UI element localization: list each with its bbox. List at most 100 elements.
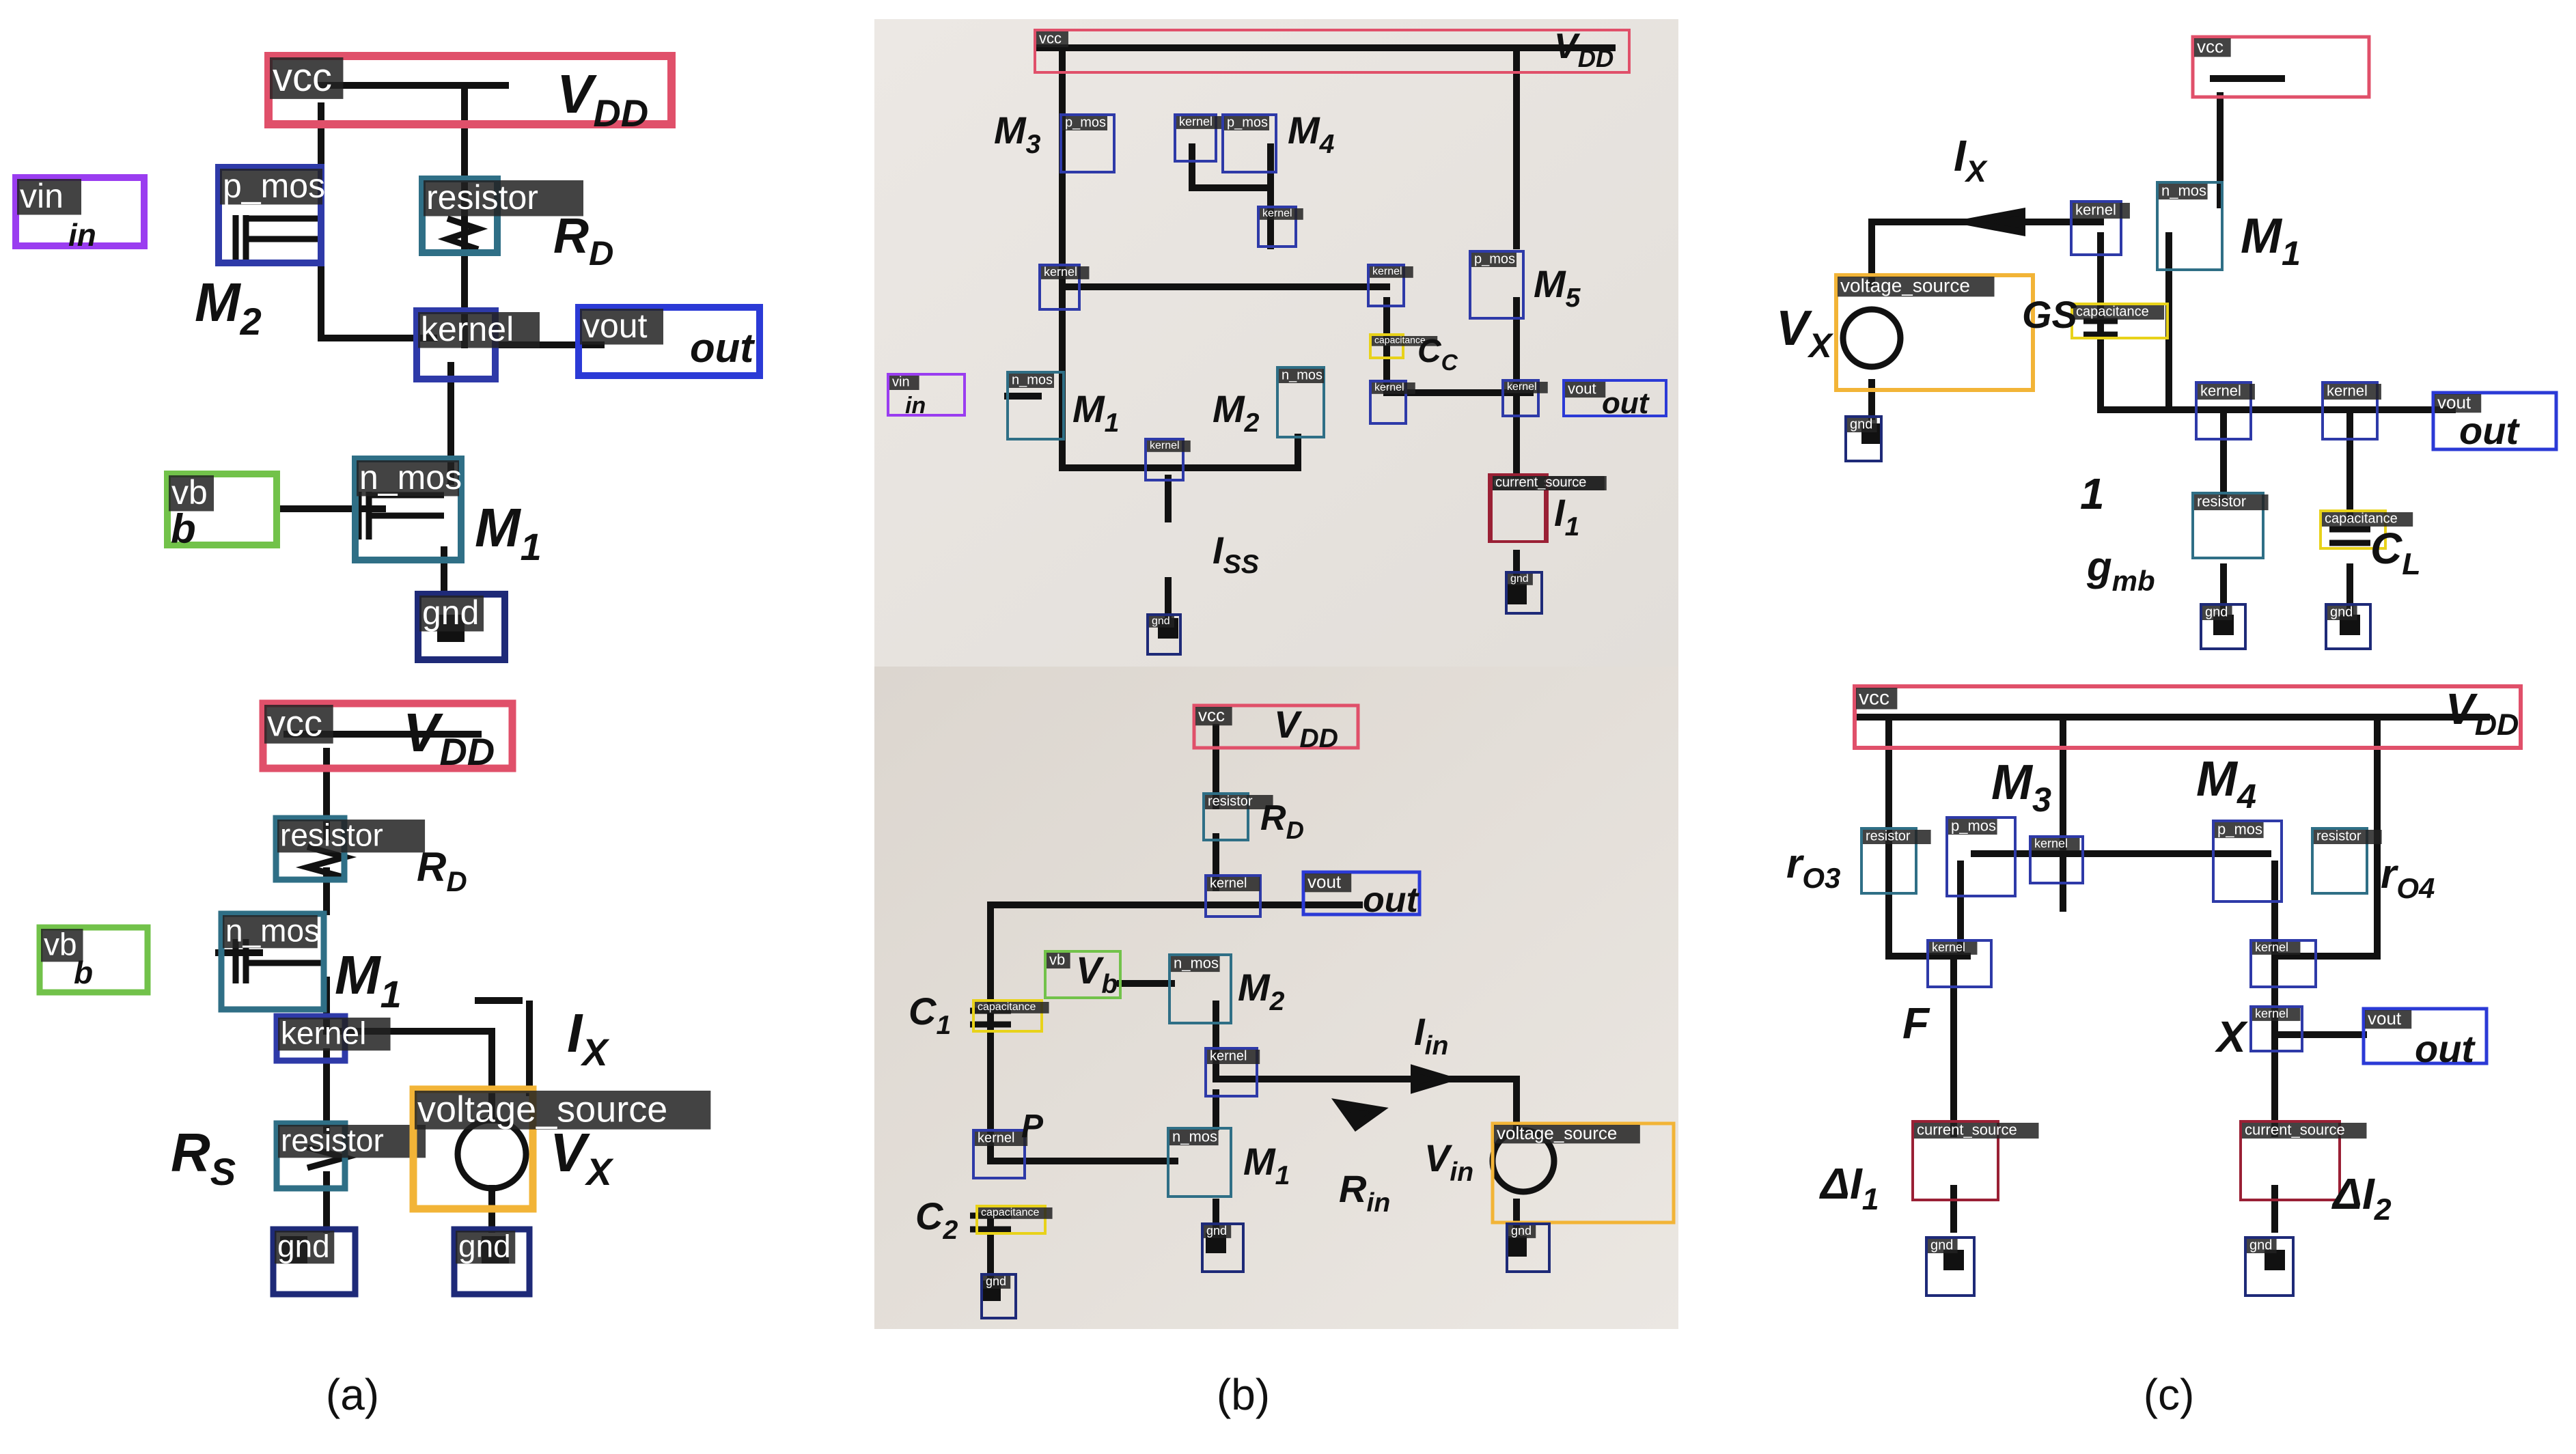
detection-label-vout: vout xyxy=(2437,392,2471,413)
detection-box-p-mos xyxy=(1060,113,1116,173)
detection-box-vcc xyxy=(259,699,516,772)
schematic-label: M1 xyxy=(1243,1140,1290,1190)
detection-box-kernel xyxy=(1367,264,1405,307)
detection-box-p-mos xyxy=(2212,820,2283,903)
detection-label-kernel: kernel xyxy=(421,310,514,348)
detection-box-vout xyxy=(2362,1007,2489,1065)
schematic-label: M3 xyxy=(994,109,1041,159)
detection-label-kernel: kernel xyxy=(281,1015,366,1050)
detection-label-current-source: current_source xyxy=(2245,1121,2345,1138)
detection-label-bg xyxy=(275,1231,335,1264)
detection-box-kernel xyxy=(1369,380,1407,425)
schematic-label: VDD xyxy=(1554,27,1614,72)
detection-box-capacitance xyxy=(2071,303,2169,339)
detection-label-bg xyxy=(2073,305,2165,320)
detection-box-vcc xyxy=(264,52,676,128)
detection-box-kernel xyxy=(2249,1005,2303,1052)
schematic-label: CC xyxy=(1417,333,1458,376)
detection-box-p-mos xyxy=(215,164,324,266)
schematic-label: P xyxy=(1021,1108,1044,1145)
detection-label-bg xyxy=(1204,1225,1232,1238)
detection-box-vin xyxy=(12,174,148,249)
detection-label-vout: vout xyxy=(1307,871,1342,892)
detection-label-bg xyxy=(1508,1225,1536,1238)
detection-label-kernel: kernel xyxy=(1372,266,1402,277)
detection-label-bg xyxy=(264,705,333,744)
schematic-label: VDD xyxy=(403,702,495,773)
schematic-label: out xyxy=(2415,1027,2476,1070)
detection-label-bg xyxy=(978,1207,1053,1219)
detection-label-bg xyxy=(2194,494,2269,511)
detection-label-bg xyxy=(277,820,426,853)
detection-box-resistor xyxy=(2191,492,2265,559)
schematic-label: RD xyxy=(417,844,467,897)
schematic-label: M4 xyxy=(2196,752,2256,815)
detection-box-kernel xyxy=(2070,200,2122,256)
detection-box-vout xyxy=(2431,391,2558,451)
schematic-label: Iin xyxy=(1414,1010,1448,1061)
detection-box-kernel xyxy=(2321,381,2379,441)
schematic-label: VDD xyxy=(1274,703,1338,753)
detection-label-vin: vin xyxy=(892,375,910,390)
detection-label-bg xyxy=(220,169,322,205)
detection-label-bg xyxy=(1036,31,1068,48)
detection-label-kernel: kernel xyxy=(1507,381,1537,393)
detection-label-bg xyxy=(1493,476,1607,490)
schematic-label: C2 xyxy=(915,1194,958,1245)
detection-label-bg xyxy=(1565,382,1606,398)
detection-label-bg xyxy=(2032,838,2080,851)
detection-label-bg xyxy=(1205,795,1273,809)
detection-label-bg xyxy=(1863,830,1931,844)
detection-label-kernel: kernel xyxy=(2327,382,2368,399)
detection-label-n-mos: n_mos xyxy=(359,458,462,497)
detection-label-n-mos: n_mos xyxy=(2161,182,2206,199)
schematic-label: RS xyxy=(171,1122,236,1193)
detection-box-vcc xyxy=(1034,29,1631,74)
detection-label-capacitance: capacitance xyxy=(2076,305,2149,320)
detection-label-kernel: kernel xyxy=(1210,876,1247,891)
schematic-label: ΔI1 xyxy=(1819,1159,1879,1216)
detection-label-kernel: kernel xyxy=(2200,382,2241,399)
detection-label-kernel: kernel xyxy=(2034,837,2068,850)
detection-box-vb xyxy=(164,471,280,548)
detection-label-bg xyxy=(270,57,344,99)
detection-label-bg xyxy=(2194,38,2231,57)
detection-label-gnd: gnd xyxy=(1511,1224,1532,1238)
detection-label-gnd: gnd xyxy=(277,1228,330,1263)
detection-box-n-mos xyxy=(1167,1127,1232,1198)
detection-label-vcc: vcc xyxy=(1859,686,1889,709)
detection-box-resistor xyxy=(2311,827,2368,895)
detection-label-current-source: current_source xyxy=(1917,1121,2017,1138)
detection-box-n-mos xyxy=(1168,953,1232,1024)
detection-label-vb: vb xyxy=(171,473,208,512)
schematic-label: M1 xyxy=(475,497,542,568)
detection-box-gnd xyxy=(1201,1222,1245,1273)
detection-label-kernel: kernel xyxy=(1210,1049,1247,1064)
schematic-label: out xyxy=(1363,880,1420,920)
detection-label-bg xyxy=(1372,336,1438,346)
detection-label-vcc: vcc xyxy=(2197,36,2224,57)
schematic-label: IX xyxy=(567,1003,610,1074)
schematic-label: F xyxy=(1902,998,1930,1048)
schematic-label: 1 xyxy=(2080,469,2105,518)
detection-label-p-mos: p_mos xyxy=(1227,115,1268,130)
detection-label-kernel: kernel xyxy=(1262,208,1292,219)
schematic-label: M5 xyxy=(1534,262,1581,313)
detection-box-capacitance xyxy=(975,1205,1047,1235)
detection-label-vout: vout xyxy=(1568,380,1596,397)
detection-label-bg xyxy=(2198,384,2255,400)
detection-label-bg xyxy=(1471,253,1516,267)
detection-box-n-mos xyxy=(1006,371,1065,441)
detection-label-bg xyxy=(975,1132,1028,1146)
detection-box-n-mos xyxy=(2156,181,2224,271)
schematic-label: ISS xyxy=(1213,529,1259,579)
detection-label-voltage-source: voltage_source xyxy=(417,1089,667,1130)
detection-label-kernel: kernel xyxy=(1179,115,1213,128)
detection-label-kernel: kernel xyxy=(2255,940,2288,954)
detection-box-resistor xyxy=(1860,827,1917,895)
schematic-label: M4 xyxy=(1288,109,1335,159)
detection-label-vcc: vcc xyxy=(1039,29,1062,46)
detection-label-bg xyxy=(1305,873,1352,893)
detection-label-bg xyxy=(1504,382,1548,393)
